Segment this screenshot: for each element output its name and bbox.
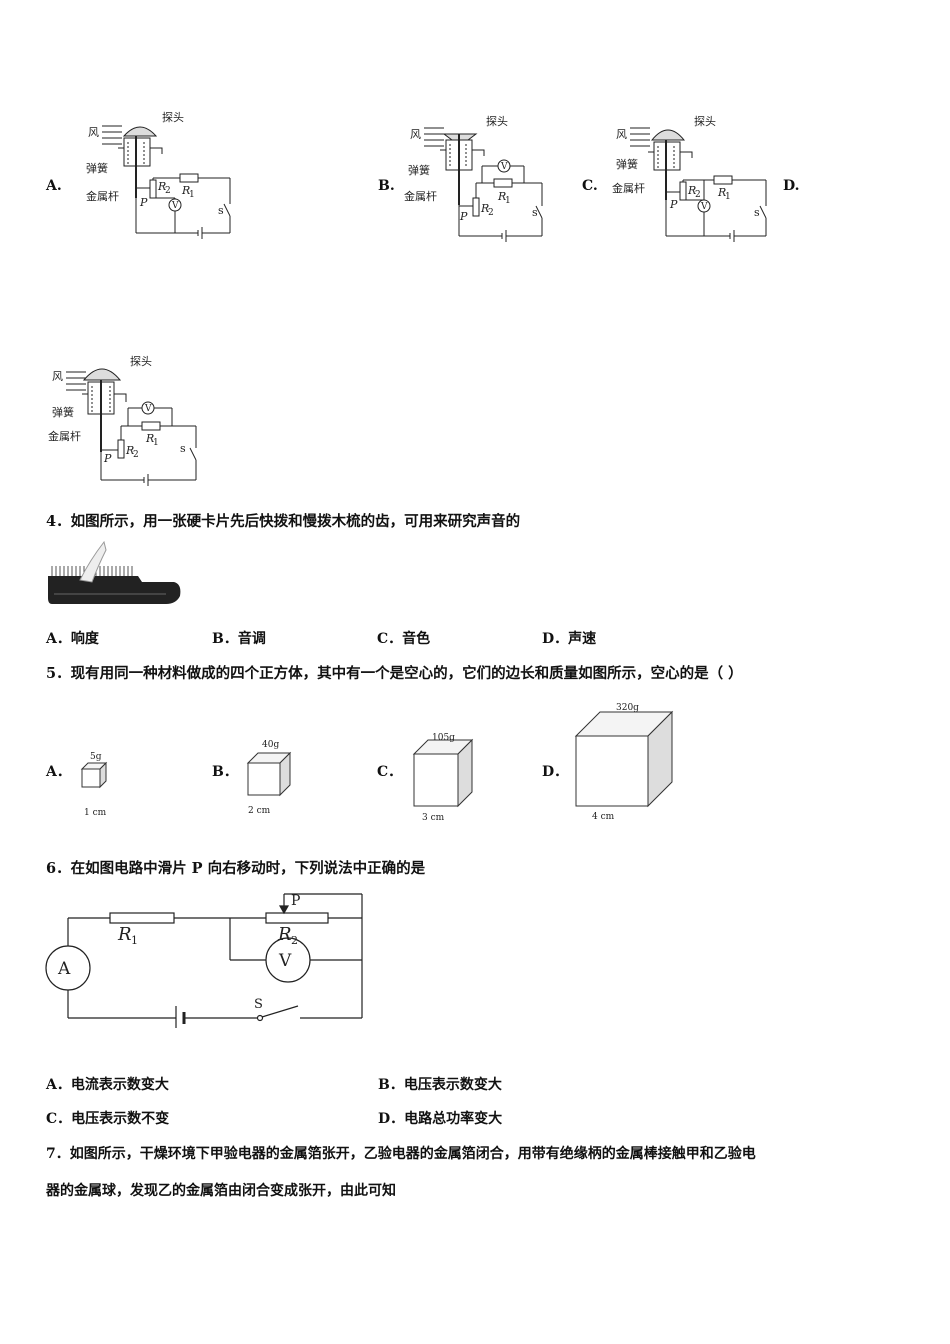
cube-d: 320g 4 cm (574, 703, 674, 822)
q3-diagram-b: 风 探头 弹簧 金属杆 P R 2 R 1 V s (404, 115, 543, 242)
q3-b-rod-label: 金属杆 (404, 189, 437, 203)
q3-b-spring-label: 弹簧 (408, 163, 430, 177)
q6-voltmeter-label: V (278, 951, 292, 971)
q7-stem-line2: 器的金属球，发现乙的金属箔由闭合变成张开，由此可知 (46, 1183, 396, 1199)
q4-option-b: B．音调 (212, 631, 266, 647)
cube-d-edge: 4 cm (592, 812, 615, 822)
q6-option-a: A．电流表示数变大 (46, 1077, 169, 1093)
q4-stem: 4．如图所示，用一张硬卡片先后快拨和慢拨木梳的齿，可用来研究声音的 (46, 513, 521, 530)
q3-a-spring-label: 弹簧 (86, 161, 108, 175)
q3-option-c-label: C. (582, 178, 598, 194)
q3-b-voltmeter-label: V (500, 162, 508, 172)
q3-option-b-label: B. (378, 178, 395, 194)
q3-c-rod-label: 金属杆 (612, 181, 645, 195)
q3-c-probe-label: 探头 (694, 115, 716, 128)
q3-c-spring-label: 弹簧 (616, 157, 638, 171)
q6-switch-label: S (254, 997, 263, 1012)
q3-option-d-label: D. (783, 178, 800, 194)
cube-b: 40g 2 cm (246, 740, 292, 816)
q3-c-r2-label: R (687, 184, 696, 197)
q6-r2-label: R (277, 924, 292, 945)
q3-b-r2-sub: 2 (488, 208, 494, 218)
q3-d-r2-sub: 2 (133, 450, 139, 460)
q3-a-slider-label: P (139, 196, 148, 209)
q4-option-d: D．声速 (542, 631, 597, 647)
q5-option-d-label: D． (542, 764, 569, 780)
q3-d-probe-label: 探头 (130, 355, 152, 368)
q3-b-wind-label: 风 (410, 128, 421, 141)
q3-option-a-label: A. (46, 178, 62, 194)
q3-c-switch-label: s (754, 206, 760, 219)
q4-option-c: C．音色 (377, 631, 431, 647)
q3-d-r1-sub: 1 (153, 438, 159, 448)
q3-d-switch-label: s (180, 442, 186, 455)
cube-c-mass: 105g (432, 733, 455, 743)
q5-stem: 5．现有用同一种材料做成的四个正方体，其中有一个是空心的，它们的边长和质量如图所… (46, 665, 743, 682)
q3-a-r1-label: R (181, 184, 190, 197)
q3-c-voltmeter-label: V (700, 202, 708, 212)
cube-a-edge: 1 cm (84, 808, 107, 818)
q3-c-r1-sub: 1 (725, 192, 731, 202)
q3-diagram-d: 风 探头 弹簧 金属杆 P R 2 R 1 V s (48, 355, 197, 486)
cube-b-mass: 40g (262, 740, 279, 750)
q3-b-switch-label: s (532, 206, 538, 219)
q3-a-probe-label: 探头 (162, 111, 184, 124)
q3-a-voltmeter-label: V (171, 201, 179, 211)
q3-a-rod-label: 金属杆 (86, 189, 119, 203)
q5-option-c-label: C． (377, 764, 403, 780)
q3-b-r1-sub: 1 (505, 196, 511, 206)
cube-a-mass: 5g (90, 752, 102, 762)
q3-b-probe-label: 探头 (486, 115, 508, 128)
q5-option-a-label: A． (46, 764, 71, 780)
q6-option-c: C．电压表示数不变 (46, 1111, 170, 1127)
q3-d-wind-label: 风 (52, 370, 63, 383)
q3-c-r1-label: R (717, 186, 726, 199)
q6-r2-sub: 2 (291, 934, 298, 947)
cube-b-edge: 2 cm (248, 806, 271, 816)
q3-d-slider-label: P (103, 452, 112, 465)
q3-diagram-a: 风 探头 弹簧 金属杆 P R 2 R 1 V s (86, 111, 231, 239)
q3-b-r2-label: R (480, 202, 489, 215)
q3-b-slider-label: P (459, 210, 468, 223)
q3-a-r1-sub: 1 (189, 190, 195, 200)
cube-c: 105g 3 cm (412, 733, 474, 823)
q7-stem-line1: 7．如图所示，干燥环境下甲验电器的金属箔张开，乙验电器的金属箔闭合，用带有绝缘柄… (46, 1146, 756, 1162)
q3-c-wind-label: 风 (616, 128, 627, 141)
comb-card-illustration (48, 540, 181, 604)
q6-option-d: D．电路总功率变大 (378, 1111, 503, 1127)
q6-slider-label: P (291, 893, 300, 909)
q3-c-r2-sub: 2 (695, 190, 701, 200)
q6-stem: 6．在如图电路中滑片 P 向右移动时，下列说法中正确的是 (46, 860, 426, 877)
q3-a-switch-label: s (218, 204, 224, 217)
q3-c-slider-label: P (669, 198, 678, 211)
q3-a-wind-label: 风 (88, 126, 99, 139)
q6-ammeter-label: A (57, 959, 71, 979)
cube-c-edge: 3 cm (422, 813, 445, 823)
q6-r1-label: R (117, 924, 132, 945)
q3-a-r2-label: R (157, 180, 166, 193)
cube-a: 5g 1 cm (80, 752, 108, 818)
q3-b-r1-label: R (497, 190, 506, 203)
q3-d-r2-label: R (125, 444, 134, 457)
q3-a-r2-sub: 2 (165, 186, 171, 196)
q6-r1-sub: 1 (131, 934, 138, 947)
q6-option-b: B．电压表示数变大 (378, 1077, 502, 1093)
q3-diagram-c: 风 探头 弹簧 金属杆 P R 2 R 1 V s (612, 115, 767, 242)
q5-option-b-label: B． (212, 764, 238, 780)
q3-d-rod-label: 金属杆 (48, 429, 81, 443)
q4-option-a: A．响度 (46, 631, 99, 647)
q3-d-spring-label: 弹簧 (52, 405, 74, 419)
q3-d-r1-label: R (145, 432, 154, 445)
q3-d-voltmeter-label: V (144, 404, 152, 414)
cube-d-mass: 320g (616, 703, 639, 713)
q6-circuit-diagram: R 1 R 2 P A V S (45, 893, 363, 1028)
